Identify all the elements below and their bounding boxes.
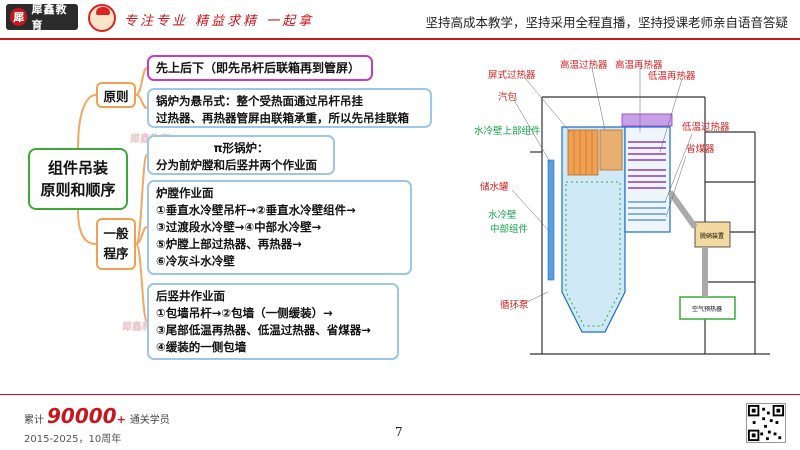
- label-economizer: 省煤器: [686, 143, 715, 155]
- furnace-step: ⑥冷灰斗水冷壁: [156, 254, 235, 268]
- rear-shaft: [624, 126, 671, 233]
- leaf-top-down: 先上后下（即先吊杆后联箱再到管屏）: [147, 55, 373, 81]
- branch-general-line-2: 程序: [103, 246, 129, 261]
- leaf-top-down-text: 先上后下（即先吊杆后联箱再到管屏）: [156, 61, 361, 75]
- label-storage-tank: 储水罐: [480, 181, 509, 193]
- platen-superheater: [567, 129, 599, 176]
- leaf-suspended-boiler: 锅炉为悬吊式：整个受热面通过吊杆吊挂 过热器、再热器管屏由联箱承重，所以先吊挂联…: [147, 88, 432, 128]
- connector-principle-b: [135, 94, 148, 109]
- shaft-step: ①包墙吊杆→②包墙（一侧缓装）→: [156, 306, 333, 320]
- connector-general-c: [135, 154, 148, 245]
- label-high-temp-reheater: 高温再热器: [615, 59, 663, 71]
- connector-principle-a: [135, 67, 148, 96]
- brand-slogan: 专注专业 精益求精 一起拿: [124, 14, 315, 29]
- footer-divider: [0, 394, 800, 395]
- logo-text: 犀鑫教育: [31, 3, 68, 32]
- leaf-furnace-work: 炉膛作业面 ①垂直水冷壁吊杆→②垂直水冷壁组件→ ③过渡段水冷壁→④中部水冷壁→…: [147, 180, 412, 275]
- leaf-boiler-line-1: 锅炉为悬吊式：整个受热面通过吊杆吊挂: [156, 94, 363, 108]
- leaf-shaft-work: 后竖井作业面 ①包墙吊杆→②包墙（一侧缓装）→ ③尾部低温再热器、低温过热器、省…: [147, 283, 399, 360]
- high-temp-superheater: [599, 129, 623, 171]
- furnace-step: ③过渡段水冷壁→④中部水冷壁→: [156, 220, 322, 234]
- leaf-boiler-line-2: 过热器、再热器管屏由联箱承重，所以先吊挂联箱: [156, 111, 409, 125]
- connector-general-e: [135, 243, 148, 322]
- leaf-pi-line-1: π形锅炉：: [213, 141, 269, 155]
- label-drum: 汽包: [498, 91, 518, 103]
- furnace-step: ①垂直水冷壁吊杆→②垂直水冷壁组件→: [156, 203, 356, 217]
- header: 犀 犀鑫教育 专注专业 精益求精 一起拿 坚持高成本教学，坚持采用全程直播，坚持…: [0, 0, 800, 38]
- watermark: 犀鑫教育: [122, 322, 162, 333]
- connector-general-d: [135, 226, 148, 245]
- header-divider: [0, 38, 800, 40]
- stats-suffix: 通关学员: [129, 415, 170, 426]
- root-line-1: 组件吊装: [47, 159, 108, 177]
- branch-general-line-1: 一般: [103, 226, 129, 241]
- root-line-2: 原则和顺序: [40, 181, 116, 199]
- header-tagline: 坚持高成本教学，坚持采用全程直播，坚持授课老师亲自语音答疑: [425, 15, 788, 30]
- label-middle-section: 中部组件: [490, 223, 529, 235]
- furnace-step: ⑤炉膛上部过热器、再热器→: [156, 237, 302, 251]
- leader-lines: [509, 67, 693, 311]
- footer-stats: 累计 90000 + 通关学员: [24, 404, 170, 428]
- branch-general: 一般 程序: [96, 218, 136, 270]
- leaf-pi-line-2: 分为前炉膛和后竖井两个作业面: [156, 158, 317, 172]
- branch-principle-label: 原则: [103, 88, 129, 104]
- connector-root-principle: [77, 94, 97, 149]
- shaft-step: ④缓装的一侧包墙: [156, 340, 247, 354]
- economizer-coils: [628, 201, 666, 221]
- label-circulation-pump: 循环泵: [500, 299, 529, 311]
- stats-number: 90000: [47, 404, 117, 428]
- denox-label: 脱硝装置: [700, 232, 724, 240]
- reheater-coils: [628, 141, 666, 189]
- label-waterwall: 水冷壁: [488, 209, 517, 221]
- stats-plus: +: [116, 413, 126, 426]
- branch-principle: 原则: [96, 82, 136, 108]
- leaf-pi-boiler: π形锅炉： 分为前炉膛和后竖井两个作业面: [147, 135, 335, 175]
- qr-code-icon: [746, 403, 786, 443]
- denox-box: [694, 221, 731, 248]
- shaft-step: ③尾部低温再热器、低温过热器、省煤器→: [156, 323, 371, 337]
- flue-duct: [667, 190, 708, 297]
- air-preheater-label: 空气预热器: [692, 305, 722, 313]
- label-waterwall-upper: 水冷壁上部组件: [474, 125, 541, 137]
- logo-mark: 犀: [10, 8, 28, 26]
- footer-years: 2015-2025，10周年: [24, 434, 122, 445]
- stats-prefix: 累计: [24, 415, 44, 426]
- page-number: 7: [395, 425, 403, 439]
- label-low-temp-superheater: 低温过热器: [682, 121, 730, 133]
- storage-tank: [547, 159, 555, 281]
- label-low-temp-reheater: 低温再热器: [648, 70, 696, 82]
- furnace-title: 炉膛作业面: [156, 186, 214, 200]
- label-high-temp-superheater: 高温过热器: [560, 59, 608, 71]
- brand-logo: 犀 犀鑫教育: [6, 3, 78, 32]
- roof-headers: [621, 113, 673, 127]
- mascot-icon: [88, 4, 116, 32]
- boiler-diagram: 脱硝装置 空气预热器 屏式过热器 高温过热器 高温再热器 低温再热器 汽包 水冷…: [474, 59, 770, 355]
- shaft-title: 后竖井作业面: [156, 289, 225, 303]
- label-platen-superheater: 屏式过热器: [488, 69, 536, 81]
- connector-root-general: [77, 209, 97, 245]
- mindmap-root: 组件吊装 原则和顺序: [28, 148, 128, 210]
